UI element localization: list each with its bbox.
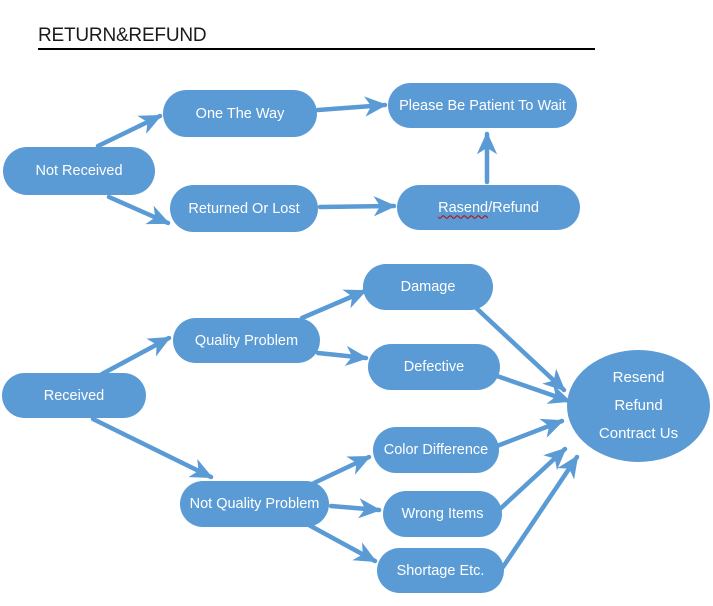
node-color-difference: Color Difference <box>373 427 499 473</box>
arrow-one-the-way-to-please-wait <box>315 96 388 117</box>
arrow-not-received-to-one-the-way <box>95 113 163 149</box>
node-not-received: Not Received <box>3 147 155 195</box>
arrow-not-received-to-returned-or-lost <box>106 194 171 226</box>
node-label: Damage <box>400 279 456 295</box>
node-label: Quality Problem <box>194 332 299 349</box>
node-label: Received <box>43 387 105 404</box>
node-shortage-etc: Shortage Etc. <box>377 548 504 593</box>
node-returned-or-lost: Returned Or Lost <box>170 185 318 232</box>
arrow-not-quality-problem-to-wrong-items <box>328 498 382 519</box>
arrow-quality-problem-to-defective <box>315 345 369 366</box>
node-damage: Damage <box>363 264 493 310</box>
resolution-line-resend: Resend <box>612 369 665 386</box>
node-not-quality-problem: Not Quality Problem <box>180 481 329 527</box>
node-rasend-refund: Rasend/Refund <box>397 185 580 230</box>
node-label: Not Received <box>35 163 123 179</box>
arrow-received-to-not-quality-problem <box>90 416 214 480</box>
arrow-not-quality-problem-to-color-difference <box>311 454 372 486</box>
node-label: Please Be Patient To Wait <box>399 97 566 114</box>
node-wrong-items: Wrong Items <box>383 491 502 537</box>
arrow-received-to-quality-problem <box>99 335 172 377</box>
arrow-shortage-etc-to-resolution <box>500 454 580 570</box>
node-received: Received <box>2 373 146 418</box>
arrow-color-difference-to-resolution <box>494 418 565 449</box>
resolution-line-refund: Refund <box>614 397 663 414</box>
page-title: RETURN&REFUND <box>38 25 207 46</box>
node-please-be-patient-to-wait: Please Be Patient To Wait <box>388 83 577 128</box>
node-label: Returned Or Lost <box>188 200 300 217</box>
arrow-returned-or-lost-to-rasend-refund <box>317 196 397 217</box>
arrow-defective-to-resolution <box>494 373 572 404</box>
node-label: Not Quality Problem <box>189 496 320 512</box>
node-label-rest: /Refund <box>488 199 539 216</box>
arrow-quality-problem-to-damage <box>299 288 368 321</box>
node-label: One The Way <box>195 105 285 122</box>
title-underline <box>38 48 595 50</box>
resolution-line-contract-us: Contract Us <box>598 425 679 442</box>
node-one-the-way: One The Way <box>163 90 317 137</box>
node-label: Defective <box>403 359 465 375</box>
node-label: Shortage Etc. <box>396 562 485 579</box>
misspelled-word: Rasend <box>438 199 489 216</box>
arrow-wrong-items-to-resolution <box>497 446 568 512</box>
node-resolution: Resend Refund Contract Us <box>567 350 710 462</box>
node-defective: Defective <box>368 344 500 390</box>
node-label: Rasend/Refund <box>438 200 539 216</box>
node-quality-problem: Quality Problem <box>173 318 320 363</box>
node-label: Color Difference <box>383 442 489 458</box>
node-label: Wrong Items <box>401 506 484 522</box>
arrow-not-quality-problem-to-shortage-etc <box>304 521 378 564</box>
